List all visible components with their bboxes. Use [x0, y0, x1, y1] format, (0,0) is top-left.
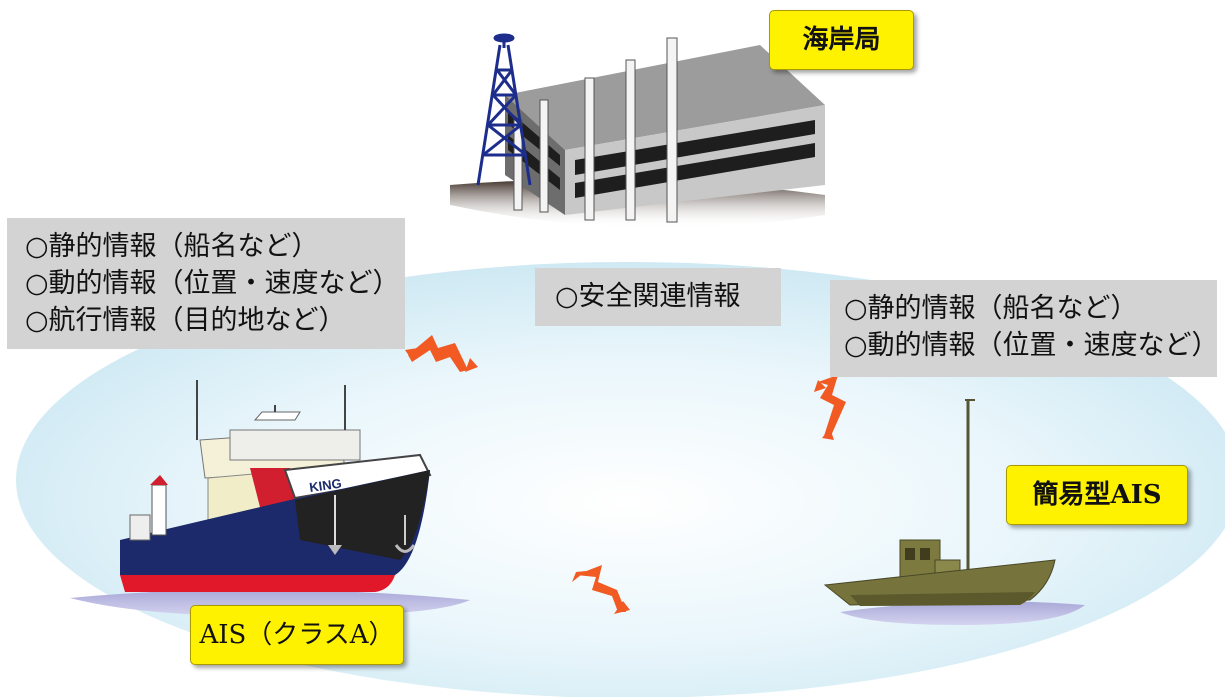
- boat-info-line-static: ○静的情報（船名など）: [844, 293, 1138, 324]
- boat-info-line-dynamic: ○動的情報（位置・速度など）: [844, 330, 1219, 361]
- ais-class-a-label: AIS（クラスA）: [190, 605, 404, 665]
- radio-signal-icon: [814, 375, 846, 440]
- small-fishing-boat-icon: [823, 399, 1085, 625]
- cargo-ship-icon: KING: [70, 380, 470, 617]
- radio-signal-icon: [572, 565, 630, 614]
- ship-info-line-dynamic: ○動的情報（位置・速度など）: [25, 268, 400, 299]
- ship-info-box: ○静的情報（船名など） ○動的情報（位置・速度など） ○航行情報（目的地など）: [7, 218, 405, 349]
- coast-station-building-icon: [450, 37, 825, 228]
- safety-info-label: ○安全関連情報: [555, 281, 741, 312]
- radio-tower-icon: [476, 33, 532, 186]
- simple-ais-label: 簡易型AIS: [1006, 465, 1188, 525]
- safety-info-box: ○安全関連情報: [535, 268, 781, 326]
- coast-station-label: 海岸局: [769, 10, 914, 70]
- radio-signal-icon: [405, 335, 478, 372]
- boat-info-box: ○静的情報（船名など） ○動的情報（位置・速度など）: [830, 280, 1219, 377]
- ship-hull-name: KING: [308, 476, 342, 495]
- ship-info-line-voyage: ○航行情報（目的地など）: [25, 305, 346, 336]
- ship-info-line-static: ○静的情報（船名など）: [25, 231, 319, 262]
